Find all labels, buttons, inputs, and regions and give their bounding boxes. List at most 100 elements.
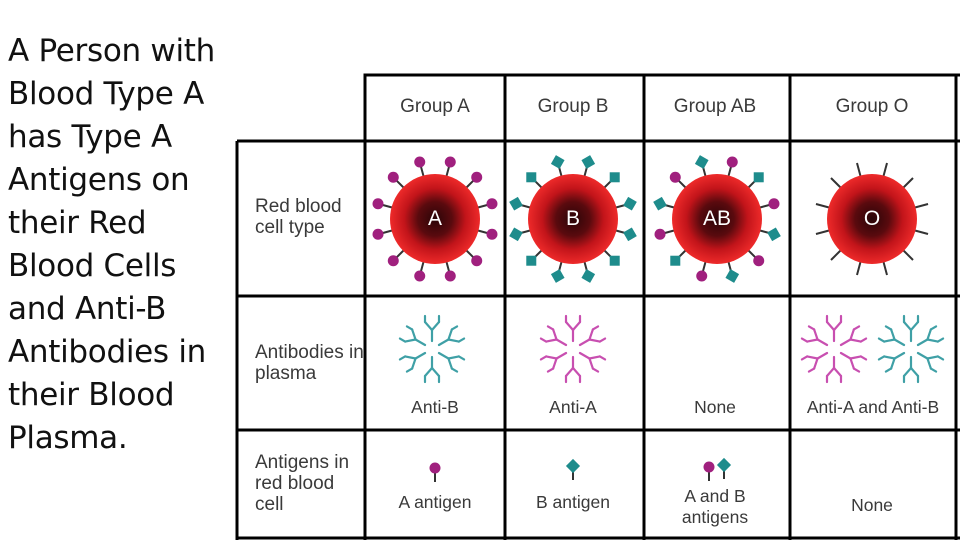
antigen-b-head bbox=[767, 227, 781, 242]
antibody-y bbox=[423, 355, 441, 384]
antibody-arm bbox=[926, 355, 939, 360]
antibody-y bbox=[437, 325, 466, 347]
antibody-y bbox=[839, 351, 868, 373]
antibody-tip bbox=[457, 355, 466, 361]
antibody-tip bbox=[398, 355, 407, 361]
antigen-a-head bbox=[768, 198, 780, 210]
antigen-a-head bbox=[486, 198, 498, 210]
red-blood-cell-body bbox=[672, 174, 762, 264]
antibody-stem bbox=[578, 351, 591, 360]
antibody-tip bbox=[936, 337, 945, 343]
antibody-y bbox=[839, 325, 868, 347]
antigen-b-head bbox=[509, 227, 523, 242]
antigen-stem bbox=[678, 180, 687, 189]
antigen-a-head bbox=[429, 462, 441, 474]
antibody-y bbox=[437, 351, 466, 373]
antigen-stub bbox=[902, 249, 914, 261]
antibody-tip bbox=[936, 355, 945, 361]
antigen-stub bbox=[856, 162, 862, 177]
antibody-y bbox=[825, 314, 843, 343]
antigen-a-head bbox=[444, 156, 456, 168]
antibody-caption-ab: None bbox=[694, 397, 736, 417]
row-label-antibodies: Antibodies in plasma bbox=[255, 342, 364, 384]
antigen-b-icon bbox=[565, 458, 581, 480]
antibody-arm bbox=[890, 328, 896, 341]
antibody-arm bbox=[806, 355, 819, 360]
antibody-y bbox=[578, 325, 607, 347]
antigen-stub bbox=[830, 249, 842, 261]
antibody-y bbox=[539, 351, 568, 373]
antibody-cluster-o-anti-a bbox=[800, 314, 868, 384]
antigen-stub bbox=[856, 261, 862, 276]
antibody-stem bbox=[839, 351, 852, 360]
antibody-tip bbox=[546, 325, 555, 331]
antigen-a-head bbox=[471, 255, 483, 267]
antibody-stem bbox=[578, 338, 591, 347]
antibody-stem bbox=[437, 351, 450, 360]
antigen-b-head bbox=[753, 172, 764, 183]
antibody-tip bbox=[800, 355, 809, 361]
antigen-b-head bbox=[565, 458, 581, 474]
antibody-stem bbox=[893, 351, 906, 360]
rbc-label-ab: AB bbox=[702, 207, 731, 230]
antibody-arm bbox=[447, 328, 453, 341]
antibody-arm bbox=[545, 338, 558, 343]
antibody-arm bbox=[411, 357, 417, 370]
antigen-b-head bbox=[526, 172, 537, 183]
antigen-stub bbox=[830, 177, 842, 189]
antigen-b-head bbox=[670, 255, 681, 266]
antibody-arm bbox=[849, 357, 855, 370]
antibody-stem bbox=[893, 338, 906, 347]
antibody-arm bbox=[430, 320, 441, 332]
antibody-arm bbox=[813, 328, 819, 341]
rbc-label-o: O bbox=[863, 207, 881, 230]
header-group-ab: Group AB bbox=[673, 96, 757, 117]
antigen-a-head bbox=[669, 171, 681, 183]
header-group-a: Group A bbox=[400, 96, 470, 117]
antibody-arm bbox=[423, 320, 434, 332]
antibody-tip bbox=[591, 367, 600, 373]
antigen-stem bbox=[664, 229, 675, 234]
antigen-b-head bbox=[623, 227, 637, 242]
antigen-stem bbox=[465, 249, 474, 258]
antibody-stem bbox=[555, 351, 568, 360]
antigen-b-head bbox=[609, 172, 620, 183]
antigen-b-head bbox=[609, 255, 620, 266]
antibody-y bbox=[902, 314, 920, 343]
antibody-stem bbox=[839, 338, 852, 347]
antigen-stem bbox=[396, 249, 405, 258]
antibody-arm bbox=[883, 338, 896, 343]
red-blood-cells bbox=[372, 155, 929, 283]
antibody-arm bbox=[849, 328, 855, 341]
antibody-arm bbox=[411, 328, 417, 341]
rbc-label-a: A bbox=[427, 207, 442, 230]
antibody-cluster-o-anti-b bbox=[877, 314, 945, 384]
antibody-arm bbox=[447, 355, 460, 360]
antibody-tip bbox=[884, 325, 893, 331]
antibody-stem bbox=[916, 338, 929, 347]
antigen-a-head bbox=[471, 171, 483, 183]
antibody-arm bbox=[447, 338, 460, 343]
antigen-a-head bbox=[372, 198, 384, 210]
antigen-stem bbox=[420, 166, 425, 177]
antibody-arm bbox=[571, 320, 582, 332]
antibody-arm bbox=[430, 366, 441, 378]
antigen-b-head bbox=[550, 155, 565, 169]
antibody-tip bbox=[807, 325, 816, 331]
antibody-arm bbox=[832, 320, 843, 332]
antibody-arm bbox=[564, 366, 575, 378]
antibody-caption-a: Anti-B bbox=[411, 397, 459, 417]
red-blood-cell-body bbox=[390, 174, 480, 264]
antibody-caption-o: Anti-A and Anti-B bbox=[806, 397, 940, 417]
antibody-arm bbox=[902, 366, 913, 378]
antigen-caption-b: B antigen bbox=[536, 492, 610, 512]
antibody-tip bbox=[807, 367, 816, 373]
antigen-stub bbox=[815, 203, 830, 209]
slide-body-text: A Person with Blood Type A has Type A An… bbox=[8, 33, 215, 456]
antigen-b-head bbox=[716, 457, 732, 473]
antibody-y bbox=[578, 351, 607, 373]
antibody-stem bbox=[414, 351, 427, 360]
antibody-arm bbox=[571, 366, 582, 378]
antibody-arm bbox=[404, 355, 417, 360]
